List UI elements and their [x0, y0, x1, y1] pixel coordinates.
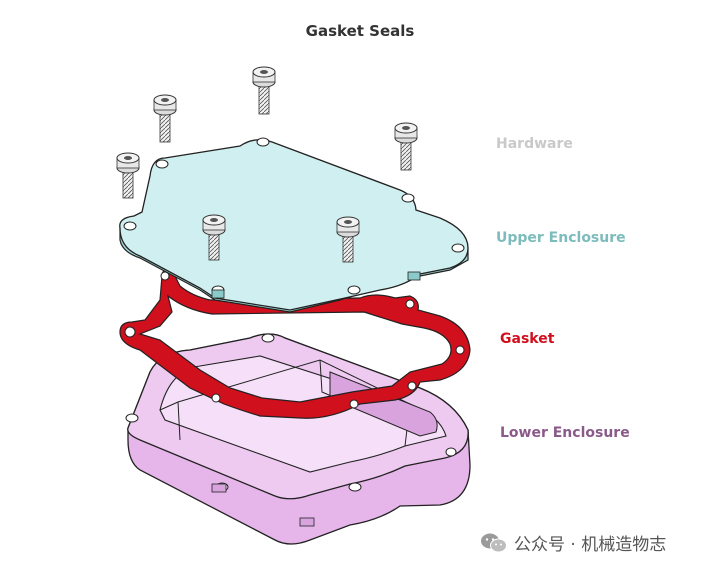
upper-enclosure — [119, 137, 469, 313]
wechat-icon — [481, 533, 507, 552]
watermark-text: 公众号 · 机械造物志 — [514, 535, 667, 555]
screw-6 — [336, 216, 360, 263]
diagram-title: Gasket Seals — [305, 22, 415, 40]
screw-4 — [116, 152, 140, 199]
screw-2 — [252, 66, 276, 115]
screw-5 — [202, 214, 226, 261]
gasket — [119, 269, 471, 419]
label-lower-enclosure: Lower Enclosure — [500, 425, 630, 441]
label-hardware: Hardware — [496, 136, 573, 152]
hardware-screws — [116, 66, 418, 263]
watermark: 公众号 · 机械造物志 — [480, 530, 666, 555]
label-gasket: Gasket — [500, 331, 555, 347]
screw-3 — [394, 122, 418, 171]
screw-1 — [153, 94, 177, 143]
label-upper-enclosure: Upper Enclosure — [496, 230, 626, 246]
